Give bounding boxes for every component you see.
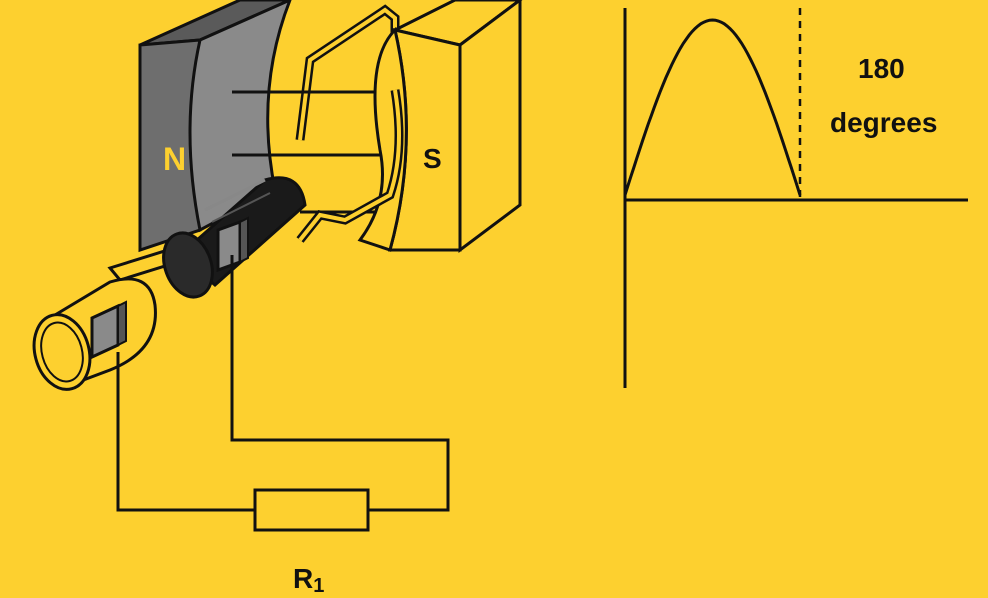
shaft-assembly — [32, 176, 307, 391]
resistor-label-subscript: 1 — [313, 575, 324, 593]
resistor-label-main: R — [293, 563, 313, 593]
south-magnet: S — [357, 0, 523, 253]
external-circuit — [116, 255, 450, 532]
north-pole-label: N — [163, 141, 186, 177]
wire-right — [230, 255, 450, 512]
wire-left — [116, 352, 255, 512]
loop-front-wire — [296, 89, 404, 243]
waveform-half-sine — [623, 18, 802, 196]
south-magnet-pole-face — [357, 27, 408, 252]
resistor-label: R1 — [293, 563, 324, 593]
slip-ring — [32, 277, 157, 391]
south-pole-label: S — [423, 143, 442, 174]
resistor-r1 — [253, 488, 370, 532]
angle-unit-label: degrees — [830, 107, 937, 138]
north-magnet: N — [138, 0, 292, 253]
south-magnet-side — [458, 0, 522, 253]
waveform-graph: 180 degrees — [623, 8, 968, 388]
brush-rear — [216, 219, 242, 273]
angle-value-label: 180 — [858, 53, 905, 84]
